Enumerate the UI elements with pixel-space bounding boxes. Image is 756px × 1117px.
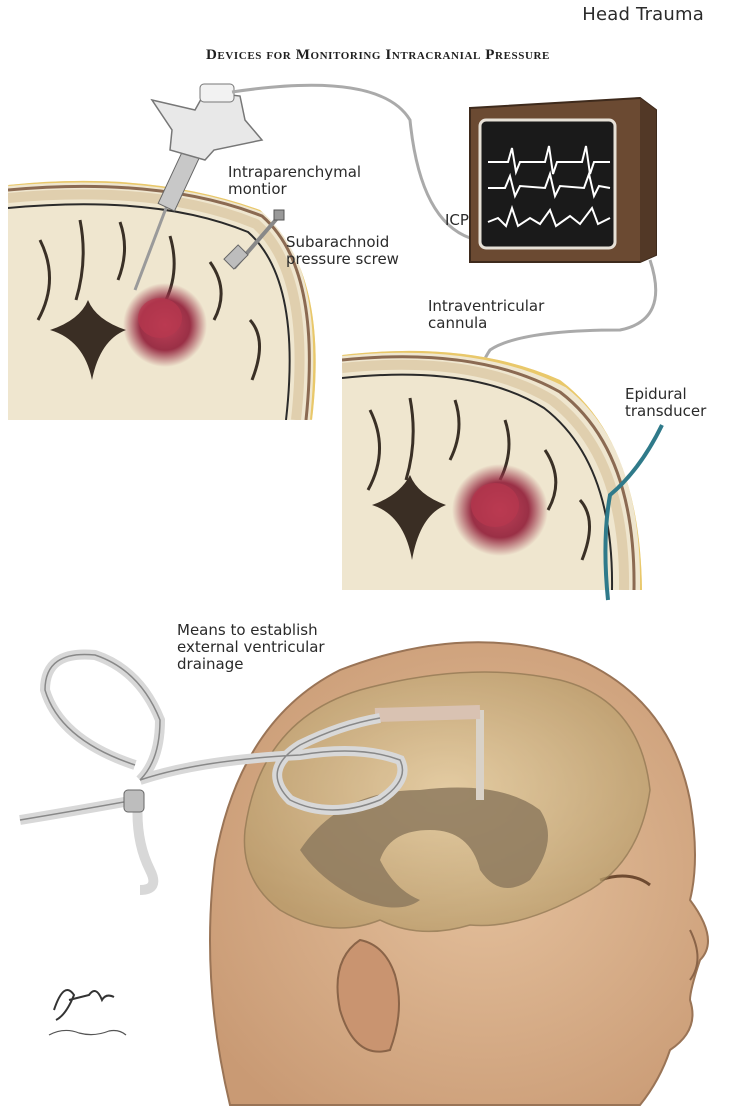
ecg-trace-icon <box>487 145 611 228</box>
plate-title: Devices for Monitoring Intracranial Pres… <box>205 47 550 63</box>
label-icp: ICP <box>445 211 469 229</box>
skull-section-icon <box>342 350 664 601</box>
running-head: Head Trauma <box>582 4 704 25</box>
skull-section-icon <box>8 83 316 420</box>
label-drainage: Means to establish external ventricular … <box>177 621 325 673</box>
label-intraparenchymal: Intraparenchymal montior <box>228 163 362 198</box>
label-epidural: Epidural transducer <box>625 385 707 420</box>
head-profile-icon <box>209 641 709 1106</box>
label-intraventricular: Intraventricular cannula <box>428 297 545 332</box>
monitor-icon <box>469 96 657 263</box>
signature-icon <box>48 989 127 1036</box>
screw-icon <box>223 209 285 270</box>
label-subarachnoid: Subarachnoid pressure screw <box>286 233 399 268</box>
catheter-icon <box>133 83 264 291</box>
